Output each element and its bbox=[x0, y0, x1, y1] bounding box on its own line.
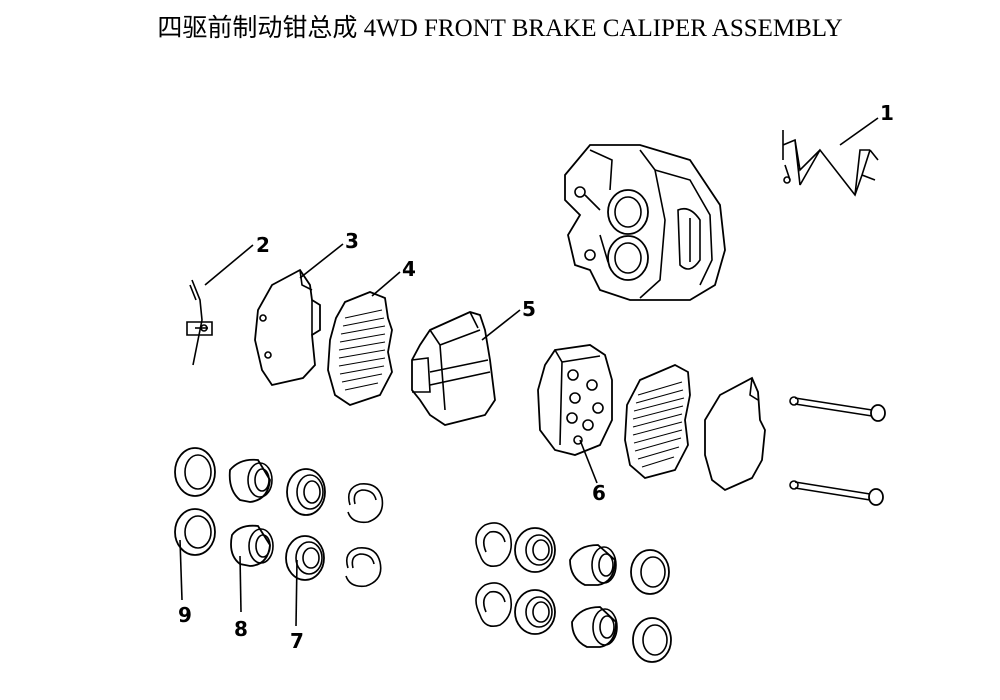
caliper-housing bbox=[564, 144, 726, 301]
guide-pin-upper bbox=[789, 396, 886, 422]
callout-2: 2 bbox=[256, 233, 270, 257]
dust-boot-ring-bottom bbox=[345, 546, 382, 588]
leader-line-5 bbox=[481, 309, 521, 341]
callout-6: 6 bbox=[592, 481, 606, 505]
pad-shim-right bbox=[704, 376, 766, 492]
piston-ring-9-bottom bbox=[174, 508, 216, 556]
brake-pad-right bbox=[537, 344, 613, 456]
diagram-title: 四驱前制动钳总成 4WD FRONT BRAKE CALIPER ASSEMBL… bbox=[157, 15, 843, 42]
dust-boot-ring-right-top bbox=[475, 522, 513, 568]
piston-right-bottom bbox=[571, 606, 618, 648]
leader-line-1 bbox=[839, 117, 879, 146]
piston-8-bottom bbox=[230, 524, 274, 567]
leader-line-6 bbox=[579, 439, 598, 484]
leader-line-4 bbox=[371, 271, 401, 297]
anti-rattle-spring bbox=[782, 130, 879, 197]
leader-line-2 bbox=[204, 244, 254, 286]
piston-ring-9-top bbox=[174, 447, 216, 497]
callout-8: 8 bbox=[234, 617, 248, 641]
callout-9: 9 bbox=[178, 603, 192, 627]
callout-7: 7 bbox=[290, 629, 304, 653]
piston-seal-right-top bbox=[514, 527, 556, 573]
piston-8-top bbox=[228, 458, 273, 503]
leader-line-8 bbox=[239, 555, 242, 613]
dust-boot-ring-top bbox=[347, 482, 384, 524]
brake-pad-left bbox=[411, 311, 496, 426]
piston-ring-right-bottom bbox=[632, 617, 672, 663]
retaining-clip bbox=[186, 279, 213, 366]
piston-seal-right-bottom bbox=[514, 589, 556, 635]
leader-line-7 bbox=[295, 559, 298, 627]
piston-ring-right-top bbox=[630, 549, 670, 595]
piston-seal-7-top bbox=[286, 468, 326, 516]
anti-squeal-shim-right bbox=[624, 364, 691, 479]
pad-shim-left bbox=[254, 268, 321, 387]
piston-right-top bbox=[569, 544, 617, 586]
dust-boot-ring-right-bottom bbox=[475, 582, 513, 628]
callout-5: 5 bbox=[522, 297, 536, 321]
guide-pin-lower bbox=[789, 480, 884, 506]
leader-line-3 bbox=[299, 243, 344, 279]
callout-4: 4 bbox=[402, 257, 416, 281]
anti-squeal-shim-left bbox=[327, 291, 393, 406]
callout-1: 1 bbox=[880, 101, 894, 125]
piston-seal-7-bottom bbox=[285, 535, 325, 581]
callout-3: 3 bbox=[345, 229, 359, 253]
leader-line-9 bbox=[179, 539, 183, 601]
